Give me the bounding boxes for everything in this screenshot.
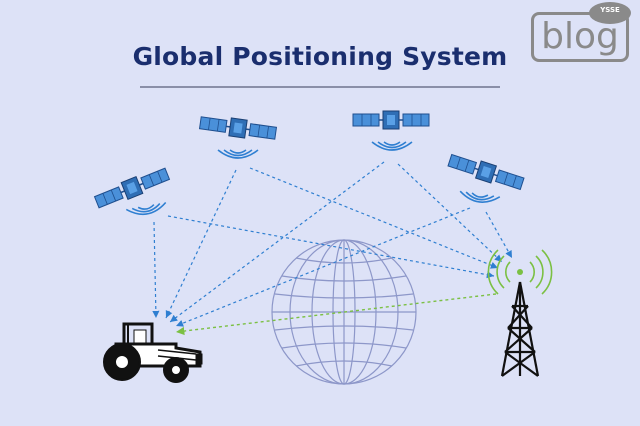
title-underline <box>140 86 500 88</box>
signal-waves-icon <box>458 190 501 206</box>
signal-line <box>485 211 513 259</box>
tractor-icon <box>103 322 203 383</box>
logo-badge-text: YSSE <box>600 6 620 14</box>
cell-tower-icon <box>487 249 553 377</box>
globe-icon <box>271 239 417 385</box>
signal-line <box>167 215 495 279</box>
signal-line <box>175 207 471 327</box>
signal-waves-icon <box>371 141 413 151</box>
logo-badge: YSSE <box>589 2 631 24</box>
signal-line <box>165 169 237 319</box>
satellite-icon <box>198 113 278 143</box>
signal-waves-icon <box>217 149 259 159</box>
satellite-icon <box>446 150 526 194</box>
signal-lines <box>152 161 513 327</box>
signal-line <box>152 221 160 319</box>
page-title: Global Positioning System <box>132 42 508 71</box>
satellite-icon <box>352 110 430 130</box>
signal-line <box>169 161 385 323</box>
signal-line <box>249 167 499 269</box>
signal-waves-icon <box>125 201 168 219</box>
